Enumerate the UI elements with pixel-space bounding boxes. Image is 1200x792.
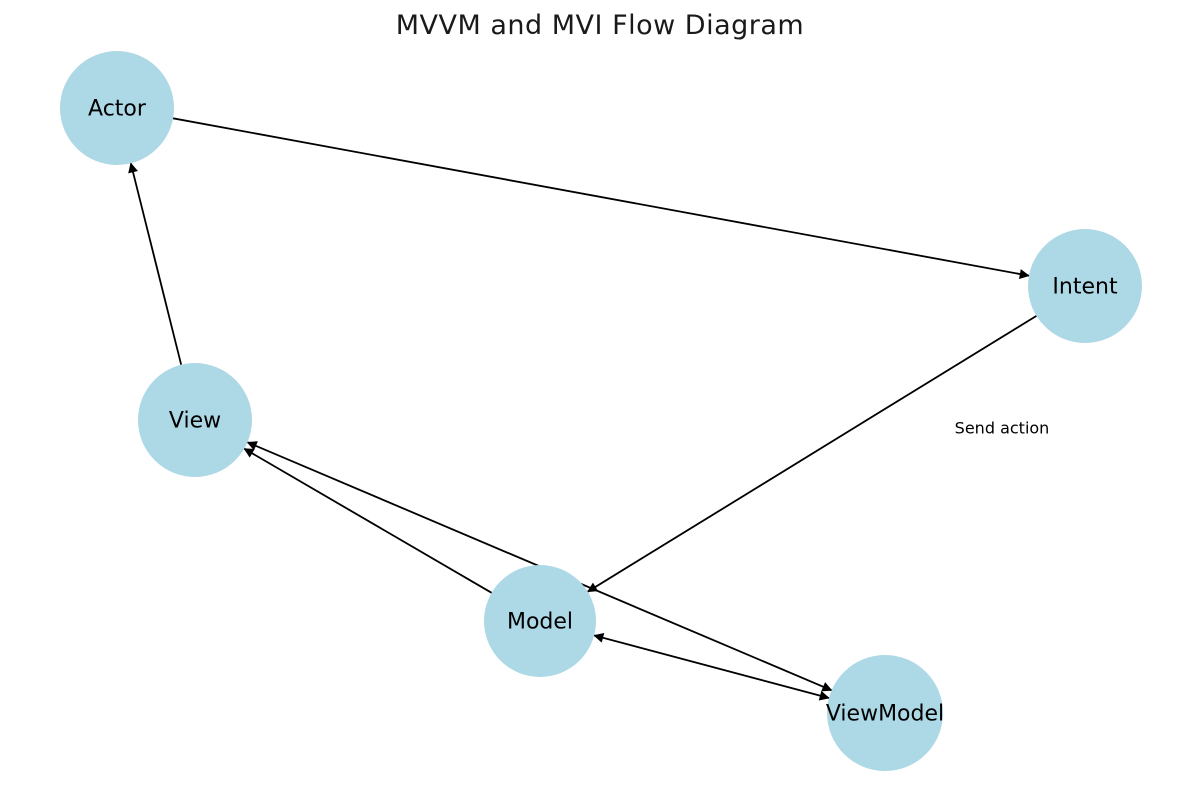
node-model: Model xyxy=(484,565,596,677)
node-view: View xyxy=(138,363,252,477)
edge-intent-model xyxy=(587,315,1037,593)
node-label-model: Model xyxy=(507,610,573,635)
node-intent: Intent xyxy=(1028,229,1142,343)
edge-model-viewmodel xyxy=(593,632,830,701)
node-label-viewmodel: ViewModel xyxy=(826,702,944,727)
node-circle-viewmodel xyxy=(827,655,943,771)
edge-line xyxy=(128,162,183,365)
node-circle-actor xyxy=(60,51,174,165)
node-label-actor: Actor xyxy=(88,97,147,122)
edge-line xyxy=(593,632,830,701)
node-label-view: View xyxy=(169,409,221,434)
node-actor: Actor xyxy=(60,51,174,165)
edge-line xyxy=(243,447,493,594)
node-label-intent: Intent xyxy=(1052,275,1118,300)
node-circle-model xyxy=(484,565,596,677)
edge-line xyxy=(587,315,1037,593)
edge-label-send-action: Send action xyxy=(954,418,1050,438)
node-circle-view xyxy=(138,363,252,477)
edge-view-actor xyxy=(128,162,183,365)
edge-model-view xyxy=(243,447,493,594)
edge-line xyxy=(172,117,1030,279)
diagram-title: MVVM and MVI Flow Diagram xyxy=(395,10,805,41)
node-viewmodel: ViewModel xyxy=(826,655,944,771)
edge-actor-intent xyxy=(172,117,1030,279)
node-circle-intent xyxy=(1028,229,1142,343)
